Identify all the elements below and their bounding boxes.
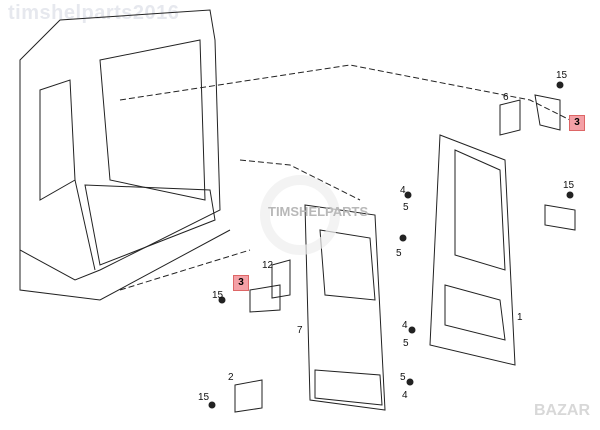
callout-7: 7 xyxy=(297,325,303,336)
gear-watermark xyxy=(260,175,340,255)
callout-15: 15 xyxy=(212,290,224,301)
left-door xyxy=(304,204,386,411)
callout-15: 15 xyxy=(563,180,575,191)
callout-3-highlight: 3 xyxy=(569,115,585,131)
callout-3-highlight: 3 xyxy=(233,275,249,291)
callout-4: 4 xyxy=(402,390,408,401)
callout-1: 1 xyxy=(517,312,523,323)
callout-6: 6 xyxy=(503,92,509,103)
callout-5: 5 xyxy=(403,338,409,349)
right-door xyxy=(429,134,516,366)
center-watermark: TIMSHELPARTS xyxy=(268,204,369,219)
bazar-logo: BAZAR xyxy=(534,402,590,419)
callout-4: 4 xyxy=(402,320,408,331)
dashed-leaders xyxy=(119,64,571,291)
bolts xyxy=(208,81,574,409)
van-body xyxy=(19,9,231,301)
hinges xyxy=(234,94,576,413)
watermark: timshelparts2016 xyxy=(8,2,180,24)
callout-4: 4 xyxy=(400,185,406,196)
callout-12: 12 xyxy=(262,260,274,271)
callout-5: 5 xyxy=(403,202,409,213)
callout-5: 5 xyxy=(400,372,406,383)
callout-15: 15 xyxy=(198,392,210,403)
callout-5: 5 xyxy=(396,248,402,259)
callout-15: 15 xyxy=(556,70,568,81)
callout-2: 2 xyxy=(228,372,234,383)
